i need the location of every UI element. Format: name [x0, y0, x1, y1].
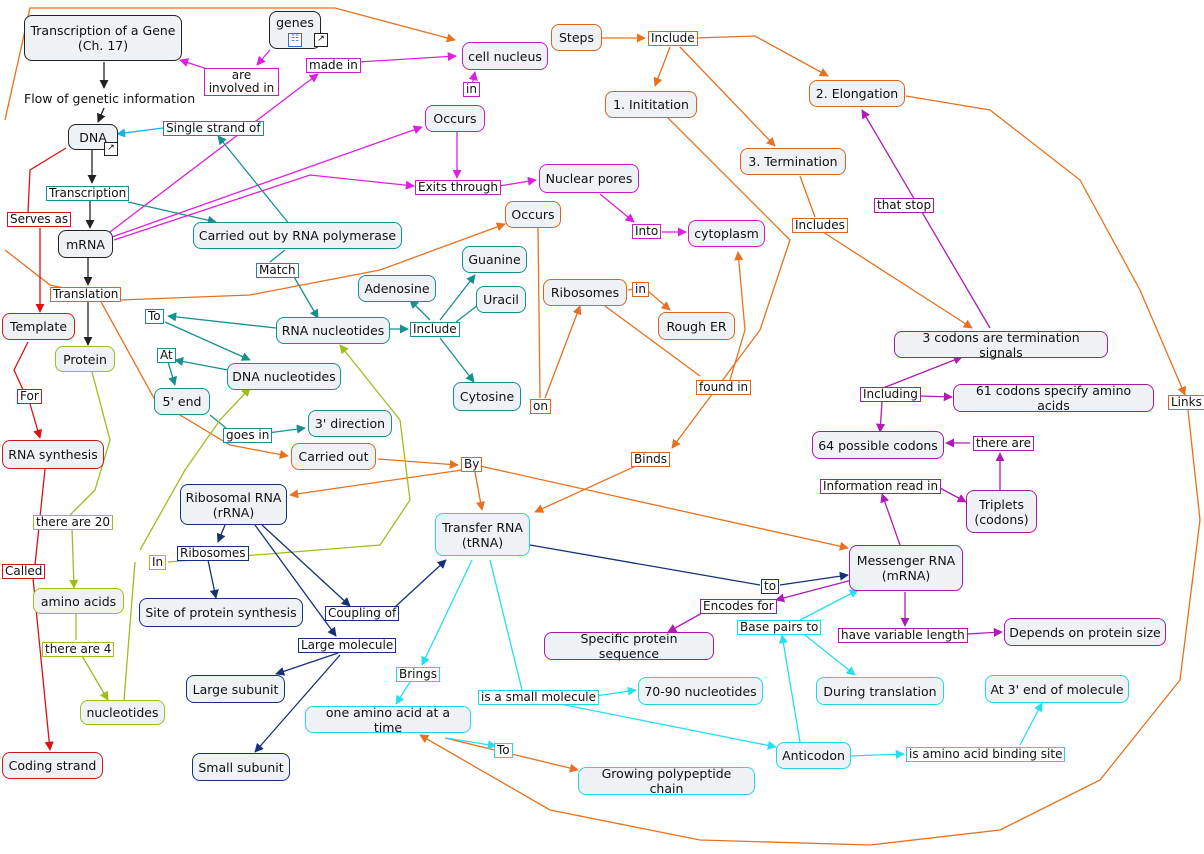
elongation-node[interactable]: 2. Elongation: [809, 80, 905, 107]
codons-64-node[interactable]: 64 possible codons: [812, 431, 944, 459]
link-match[interactable]: Match: [256, 263, 299, 278]
link-by[interactable]: By: [461, 457, 483, 472]
link-into[interactable]: Into: [632, 224, 662, 239]
ribosomes-node[interactable]: Ribosomes: [543, 279, 627, 306]
cytosine-node[interactable]: Cytosine: [453, 382, 521, 411]
nuclear-pores-node[interactable]: Nuclear pores: [539, 164, 639, 193]
during-translation-node[interactable]: During translation: [816, 677, 944, 705]
link-to-chain[interactable]: To: [494, 743, 513, 758]
external-link-icon[interactable]: ↗: [314, 33, 328, 47]
link-links[interactable]: Links: [1168, 395, 1204, 410]
external-link-icon[interactable]: ↗: [104, 142, 118, 156]
link-that-stop[interactable]: that stop: [874, 198, 935, 213]
rna-synthesis-node[interactable]: RNA synthesis: [2, 440, 104, 469]
three-end-molecule-node[interactable]: At 3' end of molecule: [985, 675, 1129, 703]
link-on[interactable]: on: [530, 399, 551, 414]
nucleotides-node[interactable]: nucleotides: [80, 700, 165, 725]
link-binds[interactable]: Binds: [631, 452, 671, 467]
link-include-top[interactable]: Include: [648, 31, 698, 46]
link-coupling-of[interactable]: Coupling of: [325, 606, 400, 621]
link-serves-as[interactable]: Serves as: [7, 212, 72, 227]
large-subunit-node[interactable]: Large subunit: [186, 675, 285, 703]
five-end-node[interactable]: 5' end: [154, 388, 210, 415]
transcription-title-node[interactable]: Transcription of a Gene (Ch. 17): [24, 15, 182, 61]
carried-out-node[interactable]: Carried out: [291, 443, 376, 470]
transfer-rna-node[interactable]: Transfer RNA (tRNA): [435, 513, 530, 556]
mrna-node[interactable]: mRNA: [58, 230, 113, 258]
link-in-nucleus[interactable]: in: [463, 82, 480, 97]
link-encodes-for[interactable]: Encodes for: [700, 599, 777, 614]
link-called[interactable]: Called: [2, 564, 46, 579]
link-variable-length[interactable]: have variable length: [838, 628, 968, 643]
link-including[interactable]: Including: [860, 387, 921, 402]
link-to-rna[interactable]: To: [145, 309, 164, 324]
link-includes[interactable]: Includes: [792, 218, 848, 233]
link-ribosomes[interactable]: Ribosomes: [177, 546, 249, 561]
link-exits-through[interactable]: Exits through: [415, 180, 501, 195]
link-at[interactable]: At: [157, 348, 176, 363]
link-to-mrna[interactable]: to: [761, 579, 780, 594]
occurs-mid-node[interactable]: Occurs: [505, 201, 561, 228]
rna-polymerase-node[interactable]: Carried out by RNA polymerase: [193, 222, 402, 249]
initiation-node[interactable]: 1. Inititation: [605, 91, 697, 118]
protein-size-node[interactable]: Depends on protein size: [1004, 618, 1166, 646]
link-are-involved-in[interactable]: are involved in: [204, 68, 279, 96]
codons-61-node[interactable]: 61 codons specify amino acids: [953, 383, 1154, 413]
guanine-node[interactable]: Guanine: [462, 246, 527, 273]
link-large-molecule[interactable]: Large molecule: [298, 638, 397, 653]
uracil-node[interactable]: Uracil: [476, 286, 526, 313]
occurs-top-node[interactable]: Occurs: [425, 105, 485, 132]
link-found-in[interactable]: found in: [696, 380, 752, 395]
cell-nucleus-node[interactable]: cell nucleus: [462, 42, 548, 70]
protein-node[interactable]: Protein: [55, 346, 115, 372]
nt-70-90-node[interactable]: 70-90 nucleotides: [638, 677, 763, 705]
termination-node[interactable]: 3. Termination: [740, 148, 846, 175]
link-base-pairs-to[interactable]: Base pairs to: [737, 620, 822, 635]
rough-er-node[interactable]: Rough ER: [658, 312, 735, 340]
dna-nucleotides-node[interactable]: DNA nucleotides: [227, 363, 341, 390]
one-amino-acid-node[interactable]: one amino acid at a time: [305, 705, 471, 735]
link-in[interactable]: In: [149, 555, 167, 570]
steps-node[interactable]: Steps: [551, 24, 602, 51]
termination-signals-node[interactable]: 3 codons are termination signals: [894, 330, 1108, 360]
link-flow-genetic-info[interactable]: Flow of genetic information: [24, 91, 196, 106]
concept-map-icon[interactable]: ☷: [288, 33, 302, 47]
genes-node[interactable]: genes: [269, 11, 321, 49]
protein-synthesis-site-node[interactable]: Site of protein synthesis: [139, 598, 303, 627]
link-in-er[interactable]: in: [632, 282, 649, 297]
coding-strand-node[interactable]: Coding strand: [2, 752, 103, 779]
link-binding-site[interactable]: is amino acid binding site: [906, 747, 1066, 762]
link-made-in[interactable]: made in: [306, 58, 361, 73]
link-there-are-20[interactable]: there are 20: [33, 515, 114, 530]
cytoplasm-node[interactable]: cytoplasm: [688, 220, 765, 247]
link-there-are-4[interactable]: there are 4: [42, 642, 115, 657]
link-include-bases[interactable]: Include: [410, 322, 460, 337]
amino-acids-node[interactable]: amino acids: [33, 588, 124, 614]
link-information-read-in[interactable]: Information read in: [820, 479, 942, 494]
link-small-molecule[interactable]: is a small molecule: [478, 690, 600, 705]
adenosine-node[interactable]: Adenosine: [358, 275, 436, 302]
three-direction-node[interactable]: 3' direction: [308, 410, 392, 437]
link-single-strand-of[interactable]: Single strand of: [163, 121, 264, 136]
link-brings[interactable]: Brings: [396, 667, 440, 682]
link-transcription[interactable]: Transcription: [46, 186, 130, 201]
triplets-node[interactable]: Triplets (codons): [966, 490, 1037, 533]
link-there-are[interactable]: there are: [973, 436, 1034, 451]
rna-nucleotides-node[interactable]: RNA nucleotides: [276, 317, 390, 344]
growing-chain-node[interactable]: Growing polypeptide chain: [578, 766, 755, 796]
small-subunit-node[interactable]: Small subunit: [192, 753, 290, 781]
specific-sequence-node[interactable]: Specific protein sequence: [544, 631, 714, 661]
messenger-rna-node[interactable]: Messenger RNA (mRNA): [849, 545, 963, 591]
ribosomal-rna-node[interactable]: Ribosomal RNA (rRNA): [180, 484, 287, 525]
link-translation[interactable]: Translation: [50, 287, 122, 302]
link-goes-in[interactable]: goes in: [223, 428, 273, 443]
anticodon-node[interactable]: Anticodon: [776, 742, 851, 769]
link-for[interactable]: For: [17, 389, 42, 404]
template-node[interactable]: Template: [2, 313, 75, 340]
